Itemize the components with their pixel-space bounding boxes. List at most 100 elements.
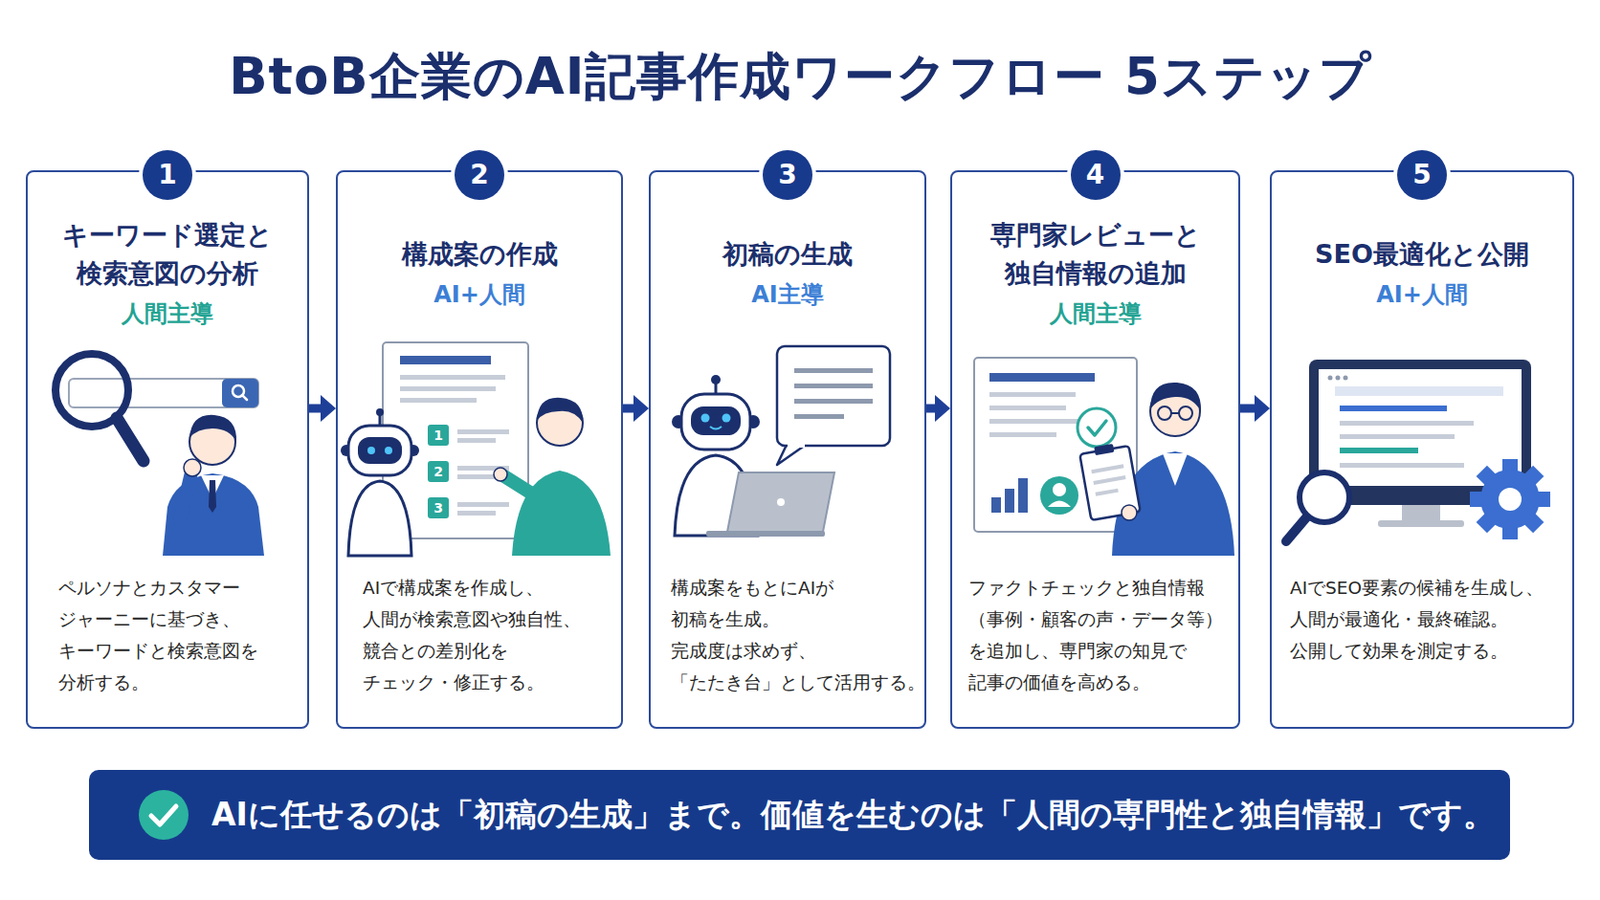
text-line-mark [1094, 488, 1118, 497]
monitor-frame [1309, 359, 1532, 506]
step-heading: 専門家レビューと 独自情報の追加 [990, 216, 1201, 293]
check-mark [1088, 421, 1107, 436]
window-dot [1328, 376, 1334, 381]
check-mark [151, 806, 177, 825]
text-line-mark [794, 368, 873, 374]
text-line: ファクトチェックと独自情報 [968, 572, 1223, 604]
check-circle [1077, 408, 1116, 447]
role-tag: 人間主導 [1049, 298, 1142, 330]
robot-ear [671, 415, 686, 429]
robot-body [674, 455, 758, 536]
text-line: 分析する。 [58, 666, 259, 699]
heading-group: 構成案の作成AI+人間 [337, 208, 622, 337]
step-number: 2 [469, 150, 489, 200]
text-line-mark [989, 405, 1067, 411]
step-number: 5 [1412, 150, 1431, 200]
robot-body [348, 481, 412, 556]
step-card: 初稿の生成AI主導構成案をもとにAIが 初稿を生成。 完成度は求めず、 「たたき… [648, 170, 927, 730]
search-icon [232, 385, 245, 398]
robot-ear [340, 444, 353, 457]
person-hand [1121, 505, 1137, 521]
person-head [1150, 386, 1200, 437]
summary-text: AIに任せるのは「初稿の生成」まで。価値を生むのは「人間の専門性と独自情報」です… [211, 770, 1495, 861]
flow-arrow [622, 404, 640, 414]
magnifier-lens [55, 354, 129, 427]
step-number: 1 [157, 150, 177, 200]
text-line: 構成案の作成 [401, 235, 558, 274]
step-card: 専門家レビューと 独自情報の追加人間主導ファクトチェックと独自情報 （事例・顧客… [950, 170, 1241, 730]
text-line-mark [457, 466, 510, 471]
role-tag: AI+人間 [1376, 279, 1468, 311]
heading-group: 専門家レビューと 独自情報の追加人間主導 [952, 208, 1239, 337]
text-line-mark [457, 438, 496, 444]
robot-visor [690, 406, 741, 436]
text-line: 初稿を生成。 [670, 603, 926, 636]
bubble-tail [777, 444, 806, 466]
text-line: チェック・修正する。 [362, 666, 581, 699]
gear-tooth [1502, 459, 1518, 475]
screen-line [1339, 421, 1474, 426]
shirt-collar [1162, 453, 1188, 487]
text-line: ジャーニーに基づき、 [58, 603, 259, 636]
person-hand [183, 459, 201, 477]
magnifier-handle [116, 418, 144, 462]
text-line: 競合との差別化を [362, 635, 581, 667]
text-line-mark [457, 502, 510, 508]
robot-eye [367, 446, 376, 455]
robot-antenna-tip [711, 375, 721, 385]
text-line: 記事の価値を高める。 [968, 666, 1223, 699]
gear-tooth [1469, 491, 1486, 508]
glasses-bridge [1171, 412, 1179, 415]
text-line-mark [989, 392, 1076, 398]
step-description: ペルソナとカスタマー ジャーニーに基づき、 キーワードと検索意図を 分析する。 [58, 572, 259, 699]
step-badge: 2 [454, 150, 505, 200]
text-line-mark [794, 414, 845, 420]
chart-bar [991, 497, 1001, 513]
document [382, 342, 529, 539]
list-number: 1 [427, 424, 449, 446]
glasses-lens [1157, 406, 1172, 421]
flow-arrow [1240, 404, 1261, 414]
text-line: 独自情報の追加 [990, 254, 1201, 293]
step-description: 構成案をもとにAIが 初稿を生成。 完成度は求めず、 「たたき台」として活用する… [670, 572, 926, 699]
person-hair [189, 415, 237, 443]
text-line: キーワードと検索意図を [58, 635, 259, 667]
window-dot [1343, 376, 1349, 381]
seo-illustration [1286, 359, 1551, 542]
glasses-lens [1178, 406, 1193, 421]
document-header [989, 373, 1095, 382]
step-number: 4 [1086, 150, 1105, 200]
window-dot [1335, 376, 1341, 381]
magnifier-handle [1286, 516, 1308, 542]
clipboard-board [1079, 445, 1140, 521]
draft-illustration [671, 346, 890, 537]
review-illustration [974, 357, 1235, 556]
robot-antenna [378, 415, 382, 426]
step-card: SEO最適化と公開AI+人間AIでSEO要素の候補を生成し、 人間が最適化・最終… [1269, 170, 1575, 730]
text-line: 公開して効果を測定する。 [1289, 635, 1544, 667]
text-line: （事例・顧客の声・データ等） [968, 603, 1223, 636]
search-button [222, 378, 259, 408]
text-line-mark [989, 432, 1057, 438]
text-line-mark [400, 375, 506, 380]
text-line-mark [794, 383, 873, 389]
text-line-mark [457, 429, 510, 435]
person-hair [536, 398, 583, 423]
clipboard [1078, 441, 1140, 521]
robot-antenna [714, 383, 718, 395]
robot-eye [722, 414, 732, 423]
text-line: AIで構成案を作成し、 [362, 572, 581, 604]
chart-bar [1018, 478, 1028, 513]
person-hair [1150, 382, 1201, 412]
monitor-base [1377, 520, 1465, 528]
gear-tooth [1502, 524, 1518, 540]
robot-eye [701, 414, 711, 423]
robot-antenna-tip [376, 408, 384, 417]
step-heading: 構成案の作成 [401, 235, 558, 274]
screen-bar [1334, 386, 1504, 397]
avatar-circle [1040, 476, 1079, 515]
text-line: 専門家レビューと [990, 216, 1201, 255]
